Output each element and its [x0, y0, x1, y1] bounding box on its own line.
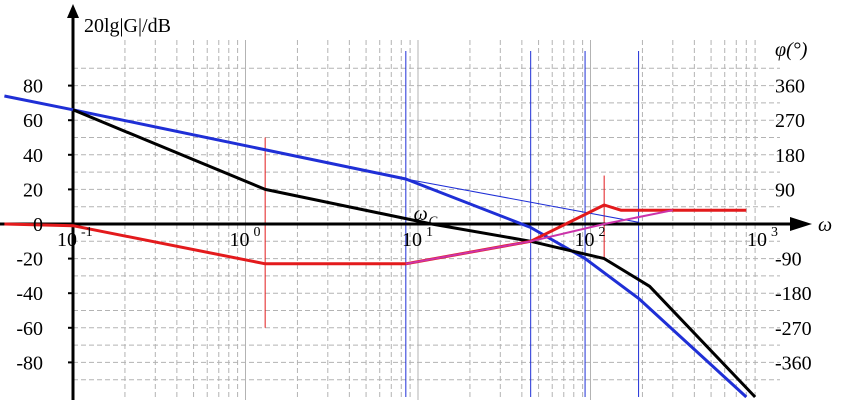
x-tick-label: 10: [747, 229, 767, 251]
y-axis-arrow: [67, 4, 79, 18]
x-tick-exponent: 3: [771, 225, 778, 240]
axes: [0, 4, 812, 400]
y-right-tick-label: 180: [775, 145, 805, 167]
y-right-tick-label: -180: [775, 283, 812, 305]
y-tick-label: -20: [16, 249, 43, 271]
series-line-1: [405, 178, 639, 223]
y-tick-label: -80: [16, 352, 43, 374]
x-tick-label: 10: [230, 229, 250, 251]
x-axis-arrow: [790, 217, 812, 231]
series-line-0: [4, 94, 748, 399]
tick-labels: 806040200-20-40-60-8036027018090-90-180-…: [16, 15, 832, 374]
crossover-frequency-subscript: C: [429, 213, 438, 228]
y-tick-label: 80: [23, 76, 43, 98]
y-right-tick-label: -270: [775, 318, 812, 340]
y-tick-label: 20: [23, 179, 43, 201]
y-right-tick-label: 270: [775, 110, 805, 132]
series-lines: [4, 94, 757, 399]
y-right-tick-label: 90: [775, 179, 795, 201]
x-tick-exponent: 2: [599, 225, 606, 240]
series-line-4: [405, 209, 673, 265]
x-tick-exponent: 0: [254, 225, 261, 240]
grid: [72, 40, 780, 400]
y-right-tick-label: -90: [775, 249, 802, 271]
y-right-tick-label: 360: [775, 76, 805, 98]
crossover-frequency-label: ω: [414, 203, 428, 225]
x-tick-label: 10: [402, 229, 422, 251]
x-tick-exponent: -1: [81, 225, 93, 240]
y-axis-title-left: 20lg|G|/dB: [84, 15, 171, 37]
y-right-tick-label: -360: [775, 352, 812, 374]
y-tick-label: -60: [16, 318, 43, 340]
y-tick-label: 0: [33, 214, 43, 236]
x-tick-exponent: 1: [426, 225, 433, 240]
x-axis-title: ω: [818, 214, 832, 236]
series-line-2: [72, 108, 757, 399]
y-axis-title-right: φ(°): [775, 39, 808, 61]
y-tick-label: 40: [23, 145, 43, 167]
y-tick-label: 60: [23, 110, 43, 132]
x-tick-label: 10: [57, 229, 77, 251]
x-tick-label: 10: [575, 229, 595, 251]
y-tick-label: -40: [16, 283, 43, 305]
